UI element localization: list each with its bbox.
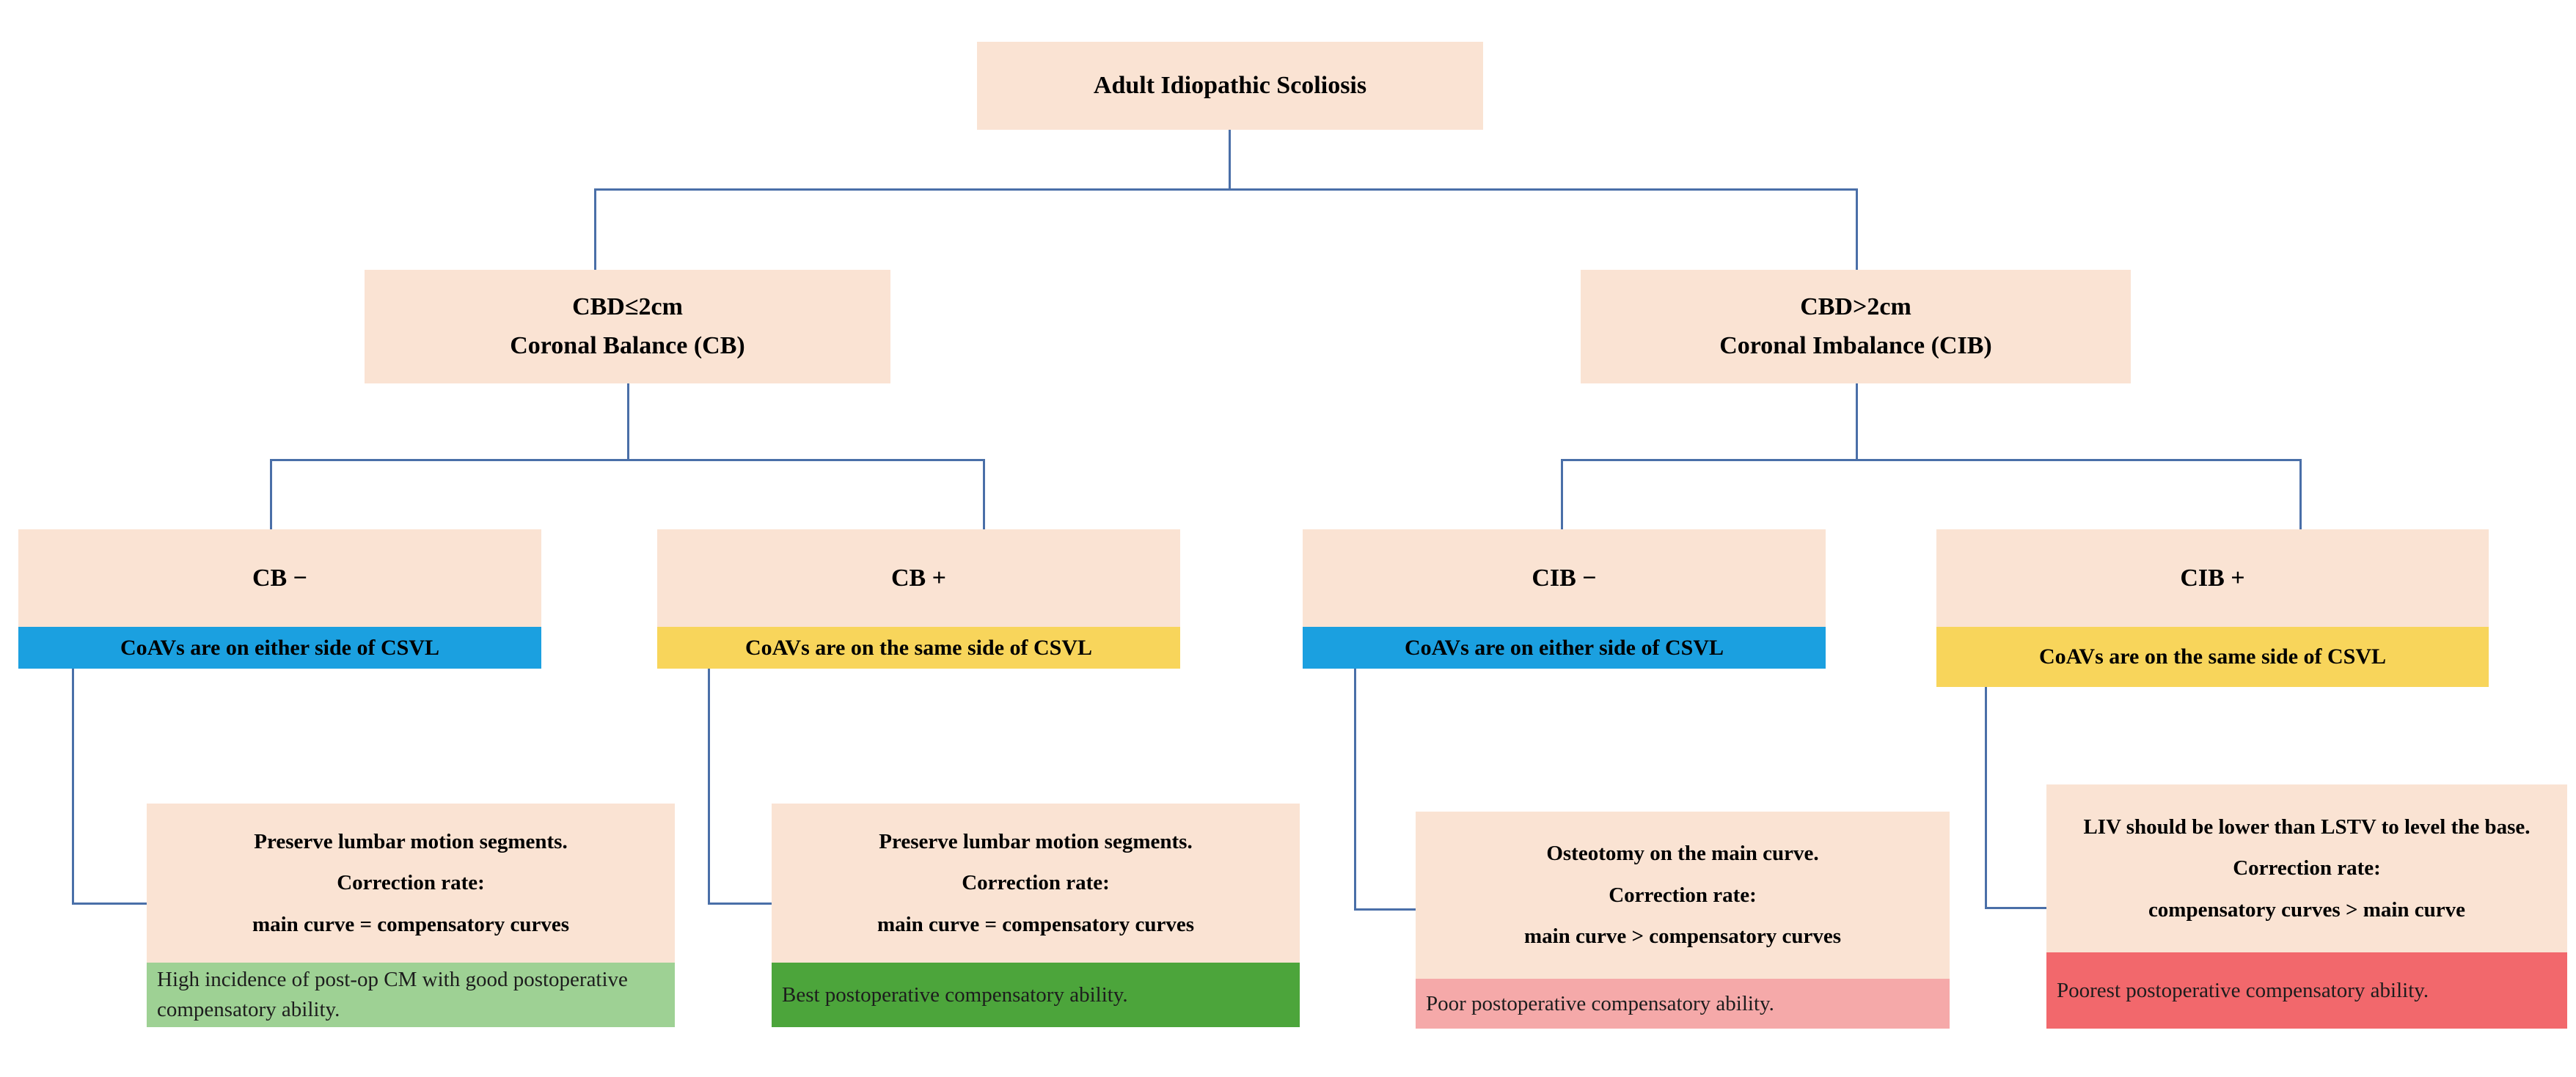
connector-drop-cb-plus	[983, 459, 985, 529]
connector-elbow-cib-minus-h	[1354, 908, 1417, 911]
connector-elbow-cib-plus-v	[1985, 687, 1987, 909]
treatment-cib-plus-line1: LIV should be lower than LSTV to level t…	[2083, 815, 2531, 839]
outcome-cib-plus: Poorest postoperative compensatory abili…	[2046, 952, 2567, 1029]
connector-drop-cib-plus	[2299, 459, 2302, 529]
treatment-cb-plus-body: Preserve lumbar motion segments. Correct…	[772, 804, 1300, 963]
connector-level2-bus	[594, 188, 1858, 191]
node-cib-line1: CBD>2cm	[1800, 293, 1911, 320]
connector-cib-stem	[1856, 383, 1858, 459]
connector-drop-cib-minus	[1561, 459, 1563, 529]
node-cb-plus-band: CoAVs are on the same side of CSVL	[657, 627, 1180, 669]
treatment-cib-plus-body: LIV should be lower than LSTV to level t…	[2046, 784, 2567, 952]
connector-cib-bus	[1561, 459, 2302, 461]
treatment-cib-minus-line3: main curve > compensatory curves	[1523, 925, 1842, 949]
connector-cb-stem	[627, 383, 629, 459]
node-root-label: Adult Idiopathic Scoliosis	[1093, 71, 1367, 99]
node-cb-line2: Coronal Balance (CB)	[510, 331, 745, 359]
treatment-cib-minus-line1: Osteotomy on the main curve.	[1546, 842, 1819, 866]
node-cb-plus-title: CB +	[890, 564, 947, 592]
treatment-cb-minus-line2: Correction rate:	[337, 871, 485, 895]
node-cib-line2: Coronal Imbalance (CIB)	[1719, 331, 1992, 359]
node-cib-minus-title: CIB −	[1532, 564, 1597, 592]
node-coronal-balance[interactable]: CBD≤2cm Coronal Balance (CB)	[365, 270, 890, 383]
node-cb-minus[interactable]: CB − CoAVs are on either side of CSVL	[18, 529, 541, 669]
connector-elbow-cb-minus-h	[72, 903, 148, 905]
connector-elbow-cb-plus-v	[708, 669, 710, 905]
treatment-cib-plus-line2: Correction rate:	[2233, 856, 2381, 881]
treatment-cib-plus-line3: compensatory curves > main curve	[2148, 897, 2466, 922]
node-coronal-imbalance[interactable]: CBD>2cm Coronal Imbalance (CIB)	[1581, 270, 2131, 383]
node-cib-plus-band: CoAVs are on the same side of CSVL	[1936, 627, 2489, 687]
treatment-cb-plus-line1: Preserve lumbar motion segments.	[879, 829, 1193, 853]
treatment-cib-minus[interactable]: Osteotomy on the main curve. Correction …	[1416, 812, 1950, 1029]
node-cb-minus-band: CoAVs are on either side of CSVL	[18, 627, 541, 669]
treatment-cb-minus-line3: main curve = compensatory curves	[252, 912, 570, 936]
treatment-cib-plus[interactable]: LIV should be lower than LSTV to level t…	[2046, 784, 2567, 1029]
node-cib-minus[interactable]: CIB − CoAVs are on either side of CSVL	[1303, 529, 1826, 669]
connector-cb-bus	[270, 459, 985, 461]
outcome-cb-minus: High incidence of post-op CM with good p…	[147, 963, 675, 1027]
node-cib-minus-band: CoAVs are on either side of CSVL	[1303, 627, 1826, 669]
connector-elbow-cb-plus-h	[708, 903, 773, 905]
node-cb-line1: CBD≤2cm	[572, 293, 683, 320]
connector-root-stem	[1229, 130, 1231, 188]
treatment-cb-plus-line2: Correction rate:	[962, 871, 1110, 895]
outcome-cb-plus: Best postoperative compensatory ability.	[772, 963, 1300, 1027]
connector-elbow-cib-plus-h	[1985, 907, 2048, 909]
treatment-cb-plus-line3: main curve = compensatory curves	[877, 912, 1195, 936]
treatment-cb-minus-body: Preserve lumbar motion segments. Correct…	[147, 804, 675, 963]
outcome-cib-minus: Poor postoperative compensatory ability.	[1416, 979, 1950, 1029]
node-cib-plus-title: CIB +	[2180, 564, 2245, 592]
connector-elbow-cib-minus-v	[1354, 669, 1356, 911]
node-root[interactable]: Adult Idiopathic Scoliosis	[977, 42, 1483, 130]
treatment-cb-minus[interactable]: Preserve lumbar motion segments. Correct…	[147, 804, 675, 1027]
connector-drop-cb	[594, 188, 596, 271]
treatment-cib-minus-line2: Correction rate:	[1609, 883, 1757, 907]
treatment-cb-plus[interactable]: Preserve lumbar motion segments. Correct…	[772, 804, 1300, 1027]
connector-elbow-cb-minus-v	[72, 669, 74, 905]
connector-drop-cib	[1856, 188, 1858, 271]
node-cb-plus[interactable]: CB + CoAVs are on the same side of CSVL	[657, 529, 1180, 669]
node-cb-minus-title: CB −	[252, 564, 308, 592]
treatment-cb-minus-line1: Preserve lumbar motion segments.	[254, 829, 568, 853]
connector-drop-cb-minus	[270, 459, 272, 529]
treatment-cib-minus-body: Osteotomy on the main curve. Correction …	[1416, 812, 1950, 979]
node-cib-plus[interactable]: CIB + CoAVs are on the same side of CSVL	[1936, 529, 2489, 687]
